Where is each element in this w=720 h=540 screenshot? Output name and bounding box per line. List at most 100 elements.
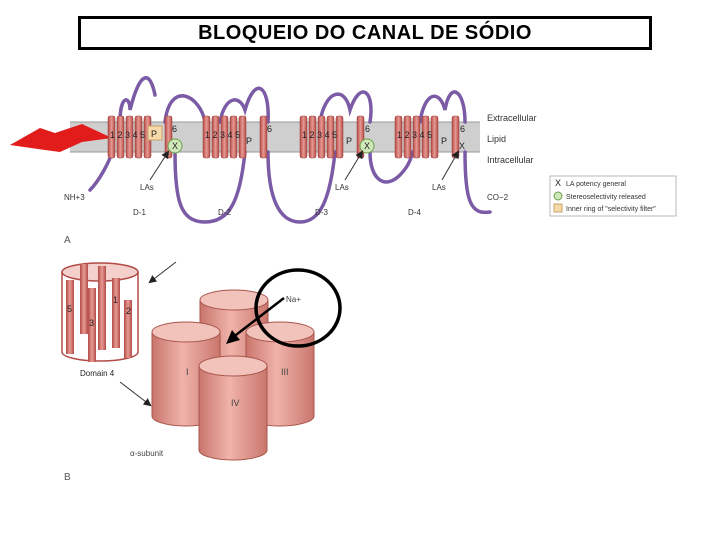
lipid-label: Lipid <box>487 134 506 144</box>
cylinder-i-top <box>151 321 221 343</box>
helix-d2-s2 <box>211 115 220 159</box>
helix-d2-s4 <box>229 115 238 159</box>
p-label-3: P <box>346 136 352 146</box>
helix-number-1: 1 <box>113 295 118 305</box>
helix-d4-s5 <box>430 115 439 159</box>
domain-label-d3: D-3 <box>315 208 328 217</box>
helix-d4-s4 <box>421 115 430 159</box>
bundle-helix-3 <box>88 288 96 362</box>
domain4-pointer-arrow <box>119 381 152 407</box>
six-label-1: 6 <box>172 124 177 134</box>
bundle-helix-4 <box>98 266 106 350</box>
helix-d3-s2 <box>308 115 317 159</box>
las-label-3: LAs <box>432 183 446 192</box>
helix-d1-s1 <box>107 115 116 159</box>
bundle-helix-6 <box>124 300 132 358</box>
helix-d4-s3 <box>412 115 421 159</box>
helix-d1-s3 <box>125 115 134 159</box>
segment-numbers-d3: 1 2 3 4 5 <box>302 130 337 140</box>
intracellular-label: Intracellular <box>487 155 534 165</box>
legend-text-1: LA potency general <box>566 181 626 188</box>
domain-4-label: Domain 4 <box>80 369 115 378</box>
bundle-helix-1 <box>66 280 74 354</box>
las-label-1: LAs <box>140 183 154 192</box>
na-pointer-arrow <box>231 297 285 339</box>
las-arrow-2 <box>344 150 364 181</box>
cylinder-ii-top <box>199 289 269 311</box>
domain-label-d2: D-2 <box>218 208 231 217</box>
las-arrow-3 <box>441 150 459 181</box>
title-box: BLOQUEIO DO CANAL DE SÓDIO <box>78 16 652 50</box>
na-highlight-oval <box>254 268 342 348</box>
legend-circle-icon <box>553 191 563 201</box>
six-label-4: 6 <box>460 124 465 134</box>
segment-numbers-d4: 1 2 3 4 5 <box>397 130 432 140</box>
bundle-helix-2 <box>80 264 88 334</box>
helix-d4-s2 <box>403 115 412 159</box>
p-box-highlight <box>147 125 163 141</box>
helix-number-5: 5 <box>67 304 72 314</box>
six-label-3: 6 <box>365 124 370 134</box>
legend-box <box>549 175 677 217</box>
cylinder-label-iv: IV <box>231 398 240 408</box>
legend-text-2: Stereoselectivity released <box>566 194 646 201</box>
helix-d3-s4 <box>326 115 335 159</box>
red-lightning-arrow <box>10 124 112 152</box>
helix-d2-s5 <box>238 115 247 159</box>
cylinder-iv <box>198 355 268 461</box>
alpha-subunit-cylinders <box>151 289 315 461</box>
legend-mark-x: X <box>555 178 561 188</box>
cylinder-label-i: I <box>186 367 189 377</box>
helix-d1-s4 <box>134 115 143 159</box>
cylinder-iii-top <box>245 321 315 343</box>
legend: X LA potency general Stereoselectivity r… <box>549 175 677 217</box>
cylinder-iv-top <box>198 355 268 377</box>
las-label-2: LAs <box>335 183 349 192</box>
helix-d4-s6 <box>451 115 460 159</box>
helix-d3-s1 <box>299 115 308 159</box>
alpha-subunit-label: α-subunit <box>130 449 164 458</box>
p-label-1: P <box>151 129 157 139</box>
helix-d2-s6 <box>259 115 268 159</box>
panel-a-label: A <box>64 235 71 246</box>
cylinder-label-iii: III <box>281 367 289 377</box>
slide-title: BLOQUEIO DO CANAL DE SÓDIO <box>198 21 532 44</box>
six-label-2: 6 <box>267 124 272 134</box>
extracellular-label: Extracellular <box>487 113 537 123</box>
helix-number-2: 2 <box>126 306 131 316</box>
p-label-4: P <box>441 136 447 146</box>
helix-number-3: 3 <box>89 318 94 328</box>
legend-square-icon <box>553 203 563 213</box>
stereoselectivity-circle-1 <box>167 138 183 154</box>
cylinder-iv-body <box>198 365 268 461</box>
helix-d2-s1 <box>202 115 211 159</box>
transmembrane-helices <box>107 115 460 159</box>
bundle-pointer-arrow <box>148 261 177 284</box>
x-mark-3: X <box>459 141 465 151</box>
na-pointer-arrowhead <box>226 330 240 344</box>
x-mark-2: X <box>364 141 370 151</box>
domain4-helix-bundle <box>61 262 139 362</box>
segment-numbers-d2: 1 2 3 4 5 <box>205 130 240 140</box>
protein-loops <box>88 76 492 224</box>
segment-numbers-d1: 1 2 3 4 5 <box>110 130 145 140</box>
co2-label: CO−2 <box>487 193 509 202</box>
stereoselectivity-circle-2 <box>359 138 375 154</box>
x-mark-1: X <box>172 141 178 151</box>
na-label: Na+ <box>286 295 301 304</box>
bundle-bottom-arc <box>61 351 139 362</box>
domain-label-d1: D-1 <box>133 208 146 217</box>
legend-text-3: Inner ring of "selectivity filter" <box>566 206 656 213</box>
las-arrow-1 <box>149 150 170 181</box>
helix-d3-s3 <box>317 115 326 159</box>
helix-d4-s1 <box>394 115 403 159</box>
panel-b-label: B <box>64 472 71 483</box>
helix-d2-s3 <box>220 115 229 159</box>
bundle-helix-5 <box>112 278 120 348</box>
helix-d1-s2 <box>116 115 125 159</box>
helix-d3-s5 <box>335 115 344 159</box>
domain-label-d4: D-4 <box>408 208 421 217</box>
nh3-label: NH+3 <box>64 193 85 202</box>
p-label-2: P <box>246 136 252 146</box>
